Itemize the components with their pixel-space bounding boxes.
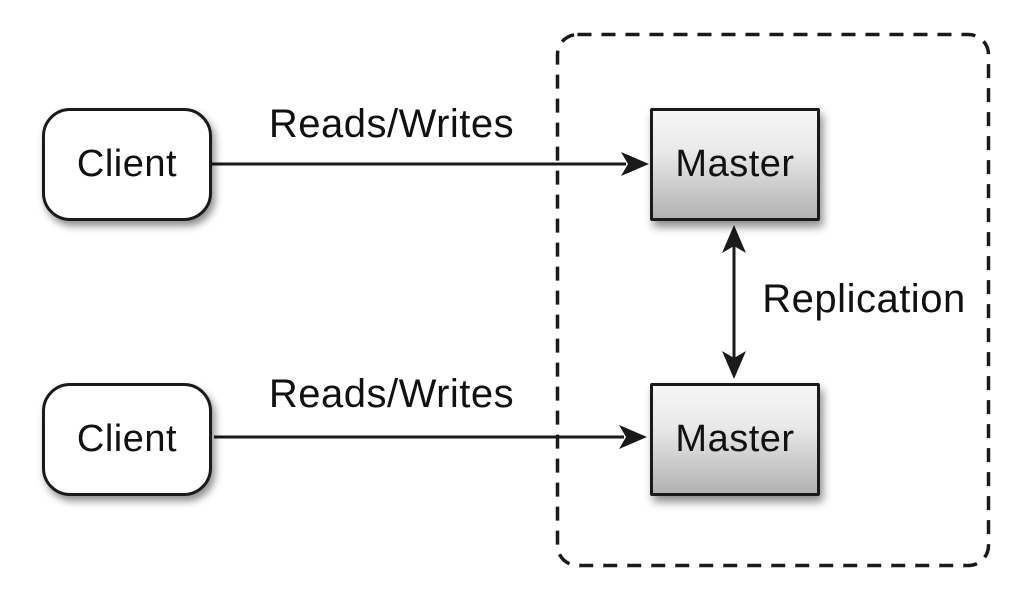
arrowhead-down-icon (722, 351, 746, 379)
arrowhead-right-icon (619, 425, 647, 449)
node-client-top: Client (42, 108, 212, 221)
edge-label-reads-writes-bottom: Reads/Writes (268, 372, 515, 416)
arrow-client-bottom-to-master-bottom (214, 425, 647, 449)
arrowhead-up-icon (722, 225, 746, 253)
arrow-replication-two-way (722, 225, 746, 379)
node-client-bottom: Client (42, 383, 212, 496)
node-master-top: Master (650, 108, 820, 221)
edge-label-reads-writes-top: Reads/Writes (268, 102, 515, 146)
arrow-client-top-to-master-top (212, 152, 649, 176)
arrowhead-right-icon (621, 152, 649, 176)
replication-boundary-dashed-rect (555, 32, 991, 568)
node-master-bottom: Master (650, 383, 820, 496)
edge-label-replication: Replication (762, 277, 966, 321)
